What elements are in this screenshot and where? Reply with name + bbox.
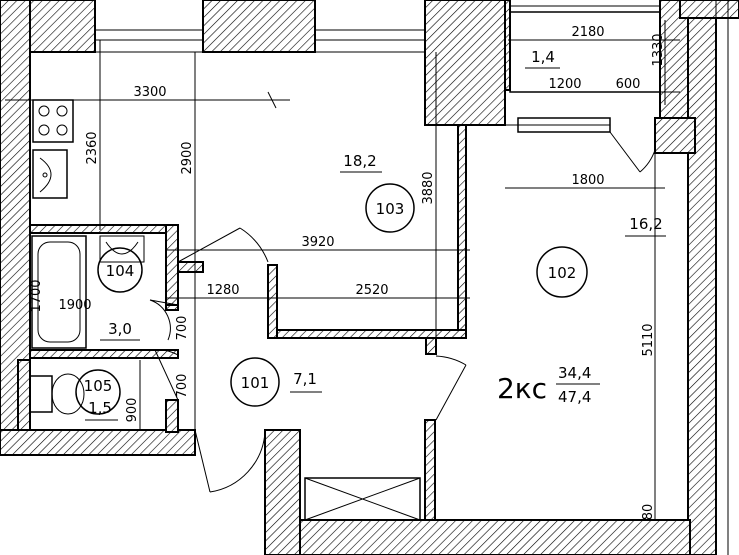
wall-104-right-low <box>165 304 179 311</box>
dim-700-lower: 700 <box>175 374 190 399</box>
wall-104-top <box>29 224 179 234</box>
wall-103-right <box>457 124 467 336</box>
wall-104-right <box>165 224 179 306</box>
bathtub-icon <box>31 235 87 349</box>
dim-2360: 2360 <box>85 131 100 164</box>
wall-bottom-3 <box>424 419 436 521</box>
wall-top-3 <box>424 0 506 126</box>
fixtures <box>29 99 145 415</box>
wall-partition-1 <box>425 337 437 355</box>
dimension-lines <box>5 20 680 521</box>
dim-1280: 1280 <box>206 283 239 298</box>
wall-top-2 <box>202 0 316 53</box>
wall-105-right <box>165 399 179 433</box>
dim-2900: 2900 <box>180 141 195 174</box>
total-area: 47,4 <box>558 388 591 406</box>
room-103: 103 18,2 <box>340 152 415 233</box>
dim-3920: 3920 <box>301 235 334 250</box>
dim-600: 600 <box>616 77 641 92</box>
windows <box>95 5 661 133</box>
balcony-area: 1,4 <box>531 48 555 66</box>
dim-3300: 3300 <box>133 85 166 100</box>
room-103-area: 18,2 <box>343 152 376 170</box>
dim-80: 80 <box>641 504 656 521</box>
room-101-number: 101 <box>241 374 270 392</box>
room-104-number: 104 <box>106 262 135 280</box>
room-104-area: 3,0 <box>108 320 132 338</box>
dim-900: 900 <box>125 398 140 423</box>
wall-103-bottom <box>269 329 467 339</box>
dim-2520: 2520 <box>355 283 388 298</box>
wall-103-stub <box>267 264 278 339</box>
apartment-summary: 2кс 34,4 47,4 <box>497 364 600 406</box>
apartment-type: 2кс <box>497 372 547 405</box>
dim-1900: 1900 <box>58 298 91 313</box>
washbasin-icon <box>99 235 145 263</box>
interior-partitions <box>29 124 467 433</box>
room-105: 105 1,5 <box>75 369 121 421</box>
wall-balcony-top <box>679 0 739 19</box>
room-105-number: 105 <box>84 377 113 395</box>
dim-1330: 1330 <box>651 33 666 66</box>
toilet-icon <box>29 373 85 415</box>
dim-3880: 3880 <box>421 171 436 204</box>
room-balcony: 1,4 <box>525 48 560 69</box>
room-105-area: 1,5 <box>88 399 112 417</box>
dim-1200: 1200 <box>548 77 581 92</box>
sink-icon <box>32 149 68 199</box>
wall-104-stub <box>177 261 204 273</box>
wall-pier <box>17 359 31 431</box>
dimension-labels: 3300 2360 2900 3880 3920 1280 2520 1700 … <box>29 25 666 520</box>
wall-bottom-left <box>0 429 196 456</box>
dim-5110: 5110 <box>641 323 656 356</box>
dim-1800: 1800 <box>571 173 604 188</box>
dim-700-upper: 700 <box>175 316 190 341</box>
wall-top-1 <box>29 0 96 53</box>
wall-bottom-1 <box>264 429 301 555</box>
room-102: 102 16,2 <box>536 215 666 298</box>
living-area: 34,4 <box>558 364 591 382</box>
dim-2180: 2180 <box>571 25 604 40</box>
wall-bottom-2 <box>299 519 691 555</box>
room-102-area: 16,2 <box>629 215 662 233</box>
room-101-area: 7,1 <box>293 370 317 388</box>
doors <box>149 131 656 493</box>
wall-mid-right <box>654 117 696 154</box>
entrance-shaft <box>304 477 421 521</box>
room-104: 104 3,0 <box>97 247 143 341</box>
stove-icon <box>32 99 74 143</box>
dim-1700: 1700 <box>29 279 44 312</box>
room-101: 101 7,1 <box>230 357 322 407</box>
wall-right <box>687 17 717 555</box>
wall-104-bottom <box>29 349 179 359</box>
room-103-number: 103 <box>376 200 405 218</box>
room-102-number: 102 <box>548 264 577 282</box>
